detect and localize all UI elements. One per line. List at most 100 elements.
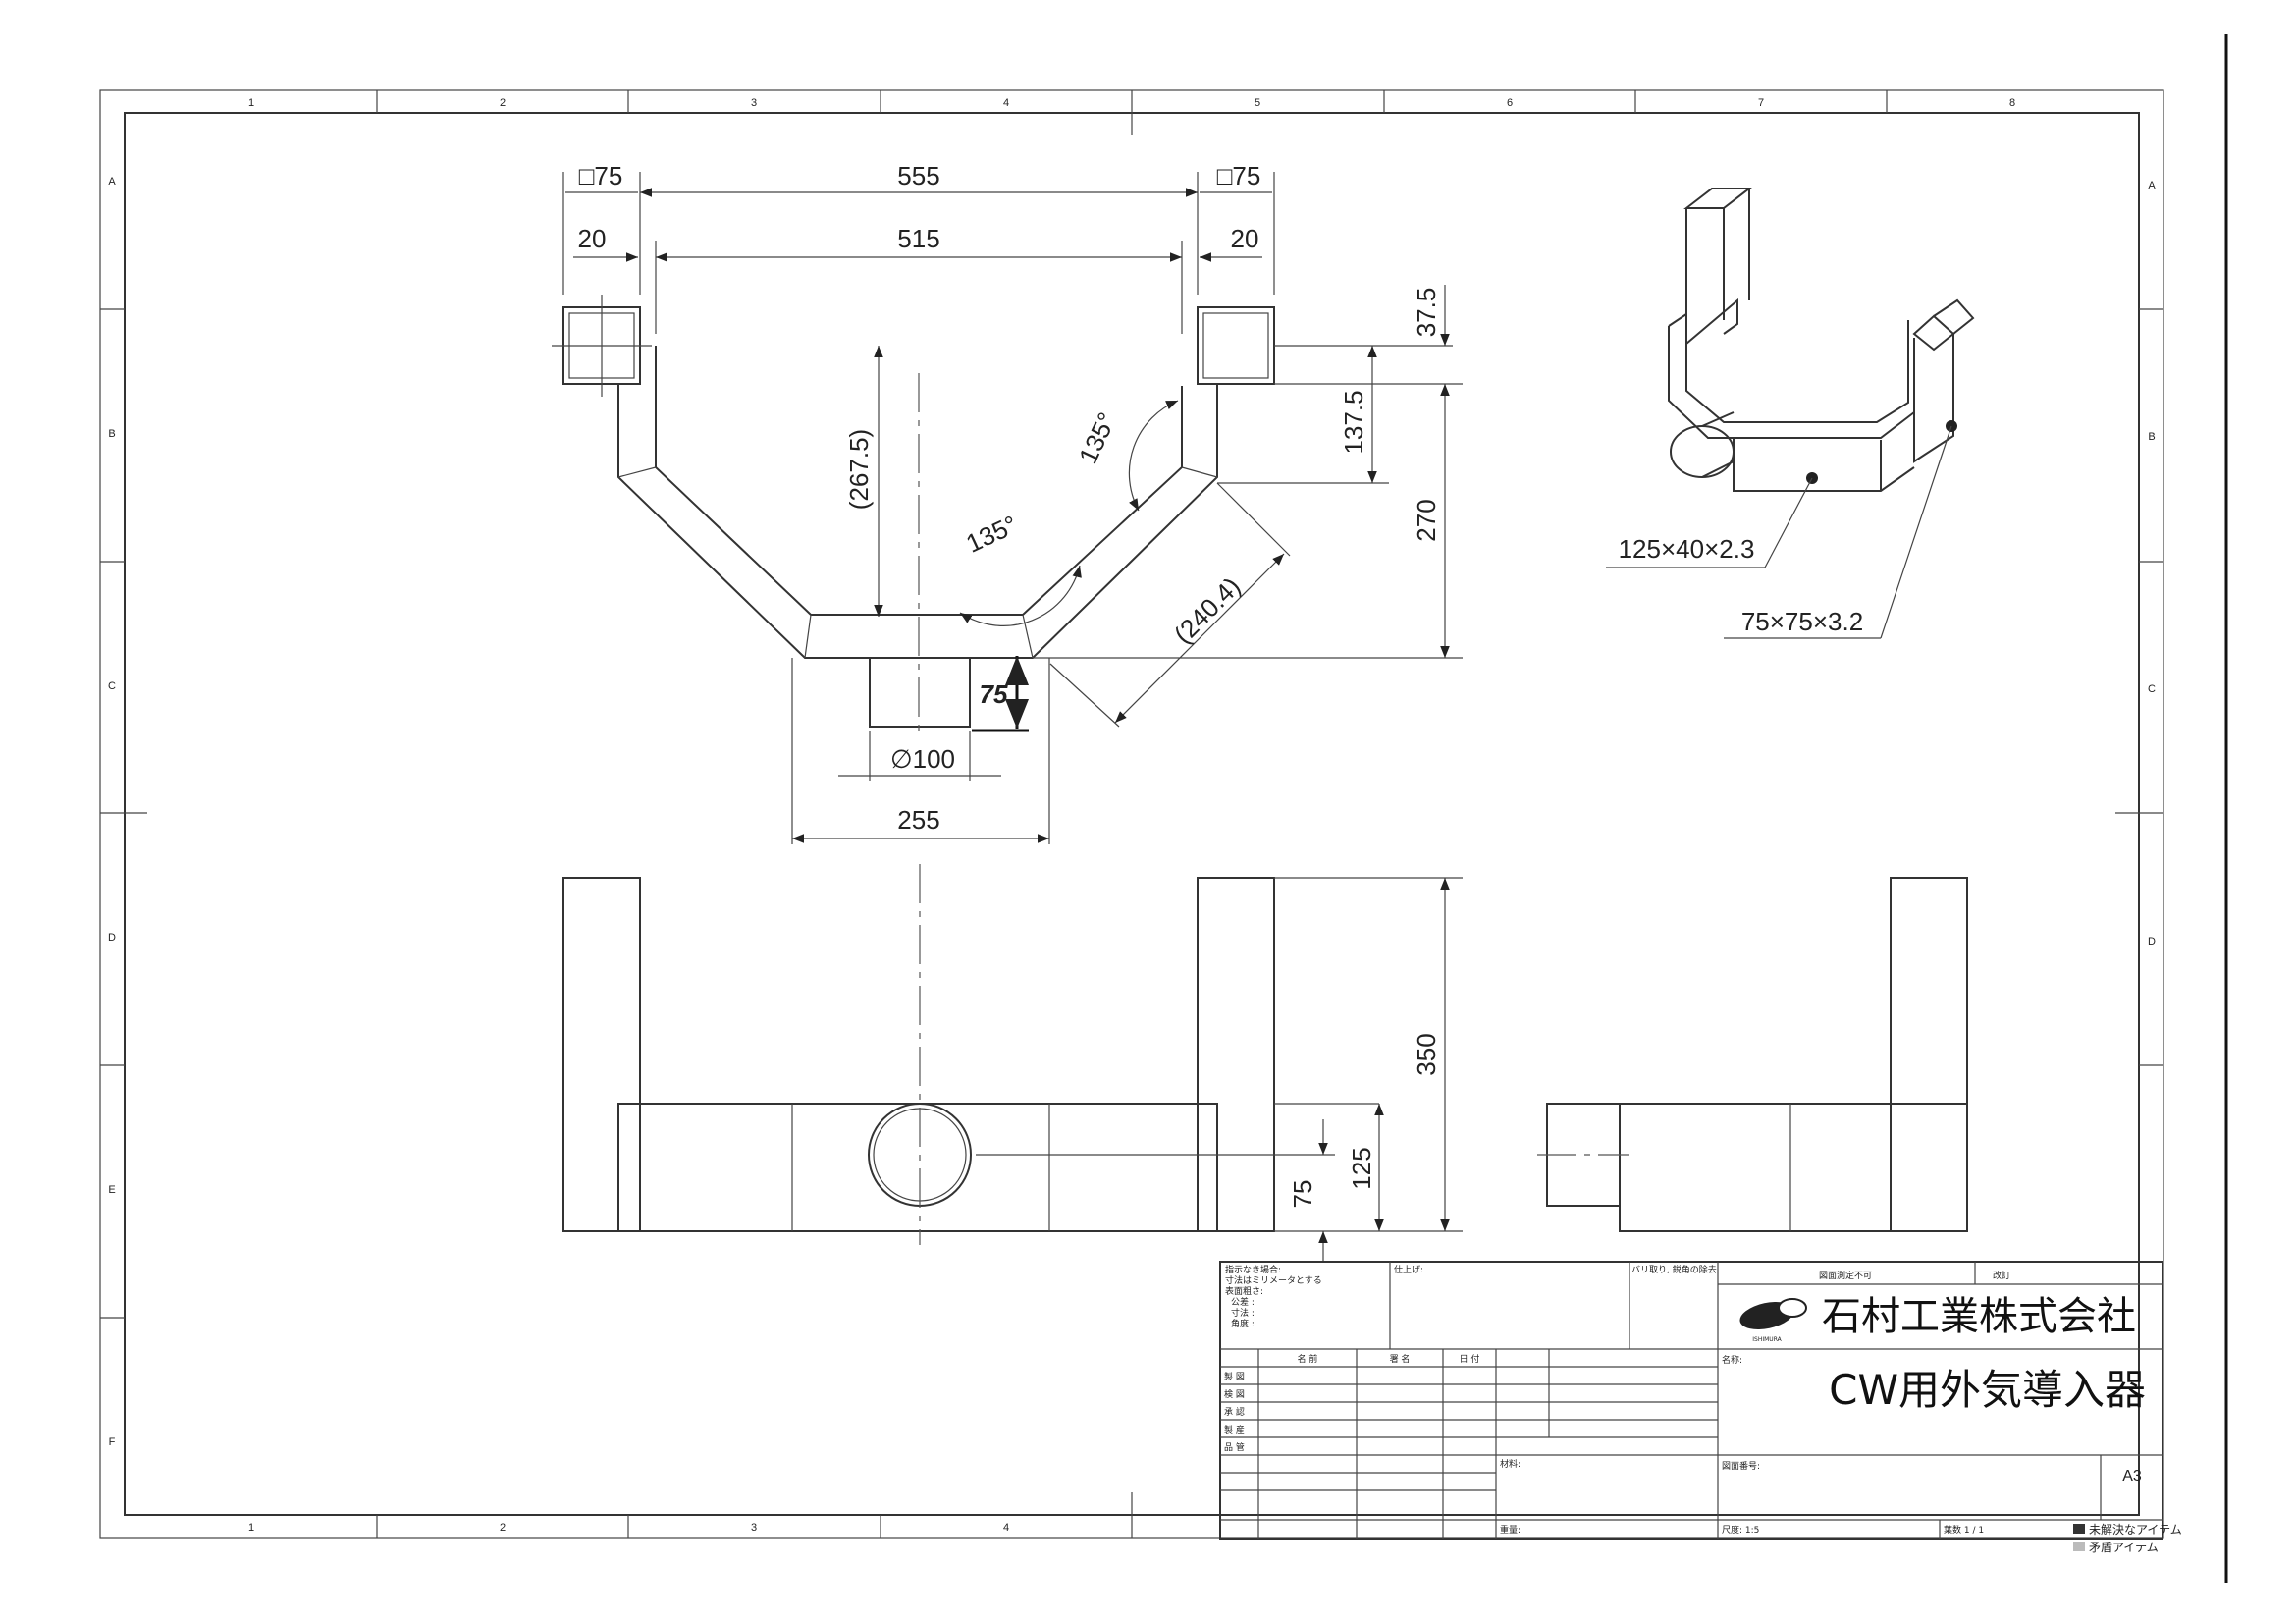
legend-swatch-conflict (2073, 1542, 2085, 1551)
duct-inner-edge (617, 384, 1218, 659)
bend-line-r1 (1181, 466, 1218, 478)
dim-right-step: 137.5 (1339, 390, 1368, 454)
iso-pipe-end (1670, 425, 1735, 478)
role-drafted: 製 図 (1224, 1371, 1245, 1382)
duct-outer-edge (655, 346, 1183, 616)
col-label-1: 1 (248, 97, 254, 109)
front-right-post (1197, 877, 1275, 1232)
col-label-5: 5 (1255, 97, 1260, 109)
note-line-4: 公差 : (1231, 1296, 1255, 1308)
front-duct-body (617, 1103, 1218, 1232)
dim-front-low: 75 (1288, 1180, 1317, 1209)
role-checked: 検 図 (1224, 1388, 1245, 1400)
name-label: 名称: (1722, 1354, 1742, 1366)
row-label-E: E (108, 1184, 115, 1196)
dim-front-height: 350 (1412, 1033, 1441, 1075)
dim-overall-width: 555 (897, 161, 939, 190)
zone-ticks (100, 90, 2163, 1538)
col-header-signature: 署 名 (1390, 1353, 1411, 1365)
legend-unresolved: 未解決なアイテム (2089, 1523, 2182, 1537)
row-label-right-C: C (2148, 683, 2156, 695)
row-label-B: B (108, 428, 115, 440)
weight-label: 重量: (1500, 1524, 1521, 1536)
logo-text: ISHIMURA (1752, 1336, 1782, 1343)
dim-base-width: 255 (897, 805, 939, 835)
angle-right: 135° (1073, 407, 1122, 467)
note-line-5: 寸法 : (1231, 1307, 1255, 1319)
dim-total-depth: 270 (1412, 499, 1441, 541)
col-label-7: 7 (1758, 97, 1764, 109)
angle-center: 135° (961, 510, 1021, 559)
bend-line-l1 (617, 466, 657, 478)
note-line-1: 指示なき場合: (1225, 1264, 1281, 1275)
side-duct-body (1619, 1103, 1968, 1232)
col-header-name: 名 前 (1298, 1353, 1318, 1365)
col-label-bottom-3: 3 (751, 1522, 757, 1534)
finish-label: 仕上げ: (1394, 1264, 1423, 1275)
dim-top-offset: 37.5 (1412, 288, 1441, 338)
role-approved: 承 認 (1224, 1406, 1245, 1418)
dim-sq-left: □75 (579, 161, 623, 190)
zone-labels: 1 2 3 4 5 6 7 8 1 2 3 4 A B C D E F A B … (108, 97, 2156, 1534)
note-line-2: 寸法はミリメータとする (1225, 1274, 1322, 1286)
right-post-inner (1202, 312, 1269, 379)
row-label-right-A: A (2148, 180, 2156, 191)
drawing-title: CW用外気導入器 (1829, 1366, 2146, 1414)
col-label-8: 8 (2009, 97, 2015, 109)
row-label-D: D (108, 932, 116, 944)
material-label: 材料: (1500, 1458, 1521, 1470)
sheet-count: 葉数 1 / 1 (1944, 1524, 1984, 1536)
col-label-2: 2 (500, 97, 506, 109)
col-label-6: 6 (1507, 97, 1513, 109)
row-label-F: F (109, 1436, 116, 1448)
col-header-date: 日 付 (1460, 1354, 1480, 1365)
iso-view: 125×40×2.3 75×75×3.2 (1606, 188, 1975, 639)
drawing-number-label: 図面番号: (1722, 1460, 1760, 1472)
legend-conflict: 矛盾アイテム (2089, 1541, 2159, 1554)
sheet-size: A3 (2122, 1468, 2142, 1485)
note-line-6: 角度 : (1231, 1318, 1255, 1329)
role-production: 製 産 (1224, 1424, 1245, 1435)
dim-inner-width: 515 (897, 224, 939, 253)
row-label-right-D: D (2148, 936, 2156, 947)
revision-label: 改訂 (1993, 1270, 2010, 1281)
no-scale-label: 図面測定不可 (1819, 1270, 1872, 1281)
col-label-4: 4 (1003, 97, 1009, 109)
note-line-3: 表面粗さ: (1225, 1285, 1263, 1297)
col-label-bottom-4: 4 (1003, 1522, 1009, 1534)
title-block: 指示なき場合: 寸法はミリメータとする 表面粗さ: 公差 : 寸法 : 角度 :… (1219, 1261, 2163, 1540)
front-view: 350 125 75 (562, 864, 1463, 1261)
legend: 未解決なアイテム 矛盾アイテム (2073, 1523, 2182, 1554)
col-label-3: 3 (751, 97, 757, 109)
front-left-post (562, 877, 641, 1232)
row-label-C: C (108, 680, 116, 692)
iso-callout-square-tube: 75×75×3.2 (1741, 607, 1863, 636)
top-view: □75 555 □75 20 515 20 37.5 137.5 270 (26… (552, 161, 1463, 844)
dim-front-mid: 125 (1347, 1147, 1376, 1189)
legend-swatch-unresolved (2073, 1524, 2085, 1534)
dim-pipe-length: 75 (980, 679, 1008, 709)
side-view (1537, 877, 1968, 1232)
company-logo: ISHIMURA (1739, 1298, 1807, 1343)
dim-pipe-diameter: ∅100 (890, 744, 955, 774)
dim-offset-right: 20 (1231, 224, 1259, 253)
col-label-bottom-1: 1 (248, 1522, 254, 1534)
pipe-stub (869, 657, 971, 728)
col-label-bottom-2: 2 (500, 1522, 506, 1534)
iso-callout-channel: 125×40×2.3 (1619, 534, 1755, 564)
company-name: 石村工業株式会社 (1822, 1294, 2136, 1339)
dim-sq-right: □75 (1217, 161, 1261, 190)
row-label-right-B: B (2148, 431, 2155, 443)
dim-depth-ref: (267.5) (844, 429, 874, 510)
side-post (1890, 877, 1968, 1232)
dim-offset-left: 20 (578, 224, 607, 253)
deburr-label: バリ取り, 鋭角の除去 (1631, 1264, 1717, 1275)
right-post-outer (1197, 306, 1275, 385)
row-label-A: A (108, 176, 116, 188)
scale-label: 尺度: 1:5 (1722, 1524, 1759, 1536)
bend-line-l2 (804, 614, 812, 659)
title-block-frame (1219, 1261, 2163, 1540)
dim-diag-length: (240.4) (1168, 571, 1246, 649)
role-quality: 品 管 (1224, 1441, 1245, 1453)
